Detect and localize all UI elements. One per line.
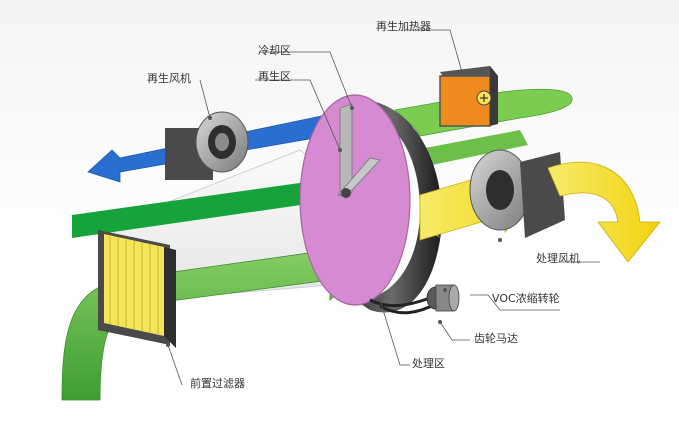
- gear-motor: [426, 284, 460, 312]
- leader-dots: [166, 70, 502, 347]
- leader-lines: [167, 29, 600, 386]
- label-pre-filter: 前置过滤器: [190, 377, 245, 390]
- regen-air-stream-dark-green: [72, 178, 335, 238]
- rotor-face: [299, 94, 411, 306]
- label-regen-heater: 再生加热器: [376, 20, 431, 33]
- label-voc-rotor: VOC浓缩转轮: [492, 292, 560, 305]
- rotor-zone-dividers: [336, 103, 381, 198]
- label-cooling-zone: 冷却区: [258, 44, 291, 57]
- rotor-drum-band: [340, 98, 442, 313]
- label-process-zone: 处理区: [412, 357, 445, 370]
- label-gear-motor: 齿轮马达: [474, 332, 518, 345]
- label-regen-fan: 再生风机: [147, 72, 191, 85]
- label-regen-zone: 再生区: [258, 70, 291, 83]
- pre-filter: [98, 230, 176, 348]
- regen-return-stream-green: [425, 130, 528, 165]
- process-fan: [469, 149, 565, 238]
- process-exhaust-stream-yellow: [547, 161, 661, 263]
- regen-fan: [165, 111, 249, 180]
- label-process-fan: 处理风机: [536, 252, 580, 265]
- regen-heater: [439, 66, 498, 127]
